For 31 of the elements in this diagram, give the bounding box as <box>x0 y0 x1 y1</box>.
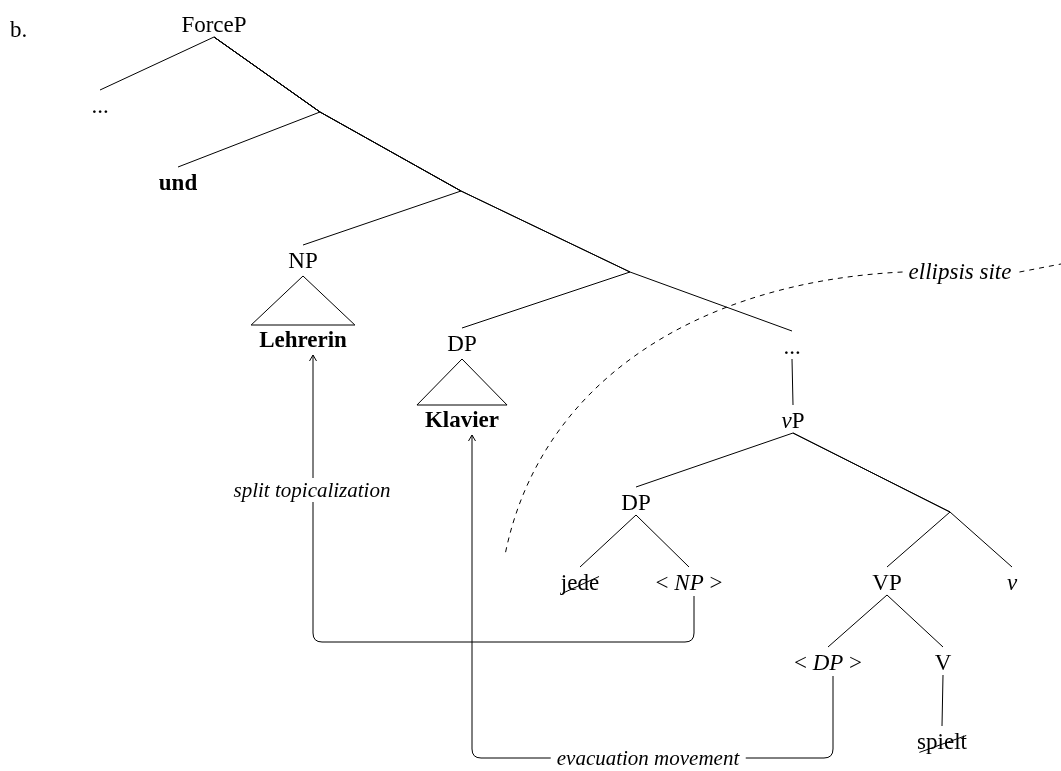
tree-branch <box>792 432 1013 568</box>
triangle-roof <box>416 358 508 406</box>
ellipsis-dots: ... <box>89 93 111 119</box>
tree-node-label: V <box>932 650 954 676</box>
word: Klavier <box>422 407 502 433</box>
tree-branch <box>941 674 944 727</box>
tree-node-label: DP <box>619 490 653 516</box>
tree-node-label: vP <box>779 408 807 434</box>
word: und <box>156 170 200 196</box>
tree-branch <box>99 36 215 91</box>
tree-node-label: NP <box>286 248 320 274</box>
triangle-roof <box>250 275 356 326</box>
tree-branch <box>886 594 944 648</box>
tree-branch <box>635 432 794 488</box>
tree-branch <box>791 358 794 406</box>
tree-branch <box>635 514 690 568</box>
tree-node-label: DP <box>445 331 479 357</box>
annotation-text: ellipsis site <box>906 259 1014 285</box>
ellipsis-dots: ... <box>781 334 803 360</box>
tree-branch <box>213 36 793 332</box>
trace-label: < NP > <box>653 570 725 596</box>
movement-arrow <box>309 354 695 643</box>
tree-node-label: v <box>1004 570 1020 596</box>
tree-branch <box>579 514 637 568</box>
trace-label: < DP > <box>791 650 865 676</box>
tree-node-label: VP <box>870 570 904 596</box>
dashed-line <box>1018 263 1061 273</box>
example-letter: b. <box>10 17 28 43</box>
tree-branch <box>827 594 888 648</box>
tree-node-label: ForceP <box>179 12 249 38</box>
word: Lehrerin <box>257 327 349 353</box>
